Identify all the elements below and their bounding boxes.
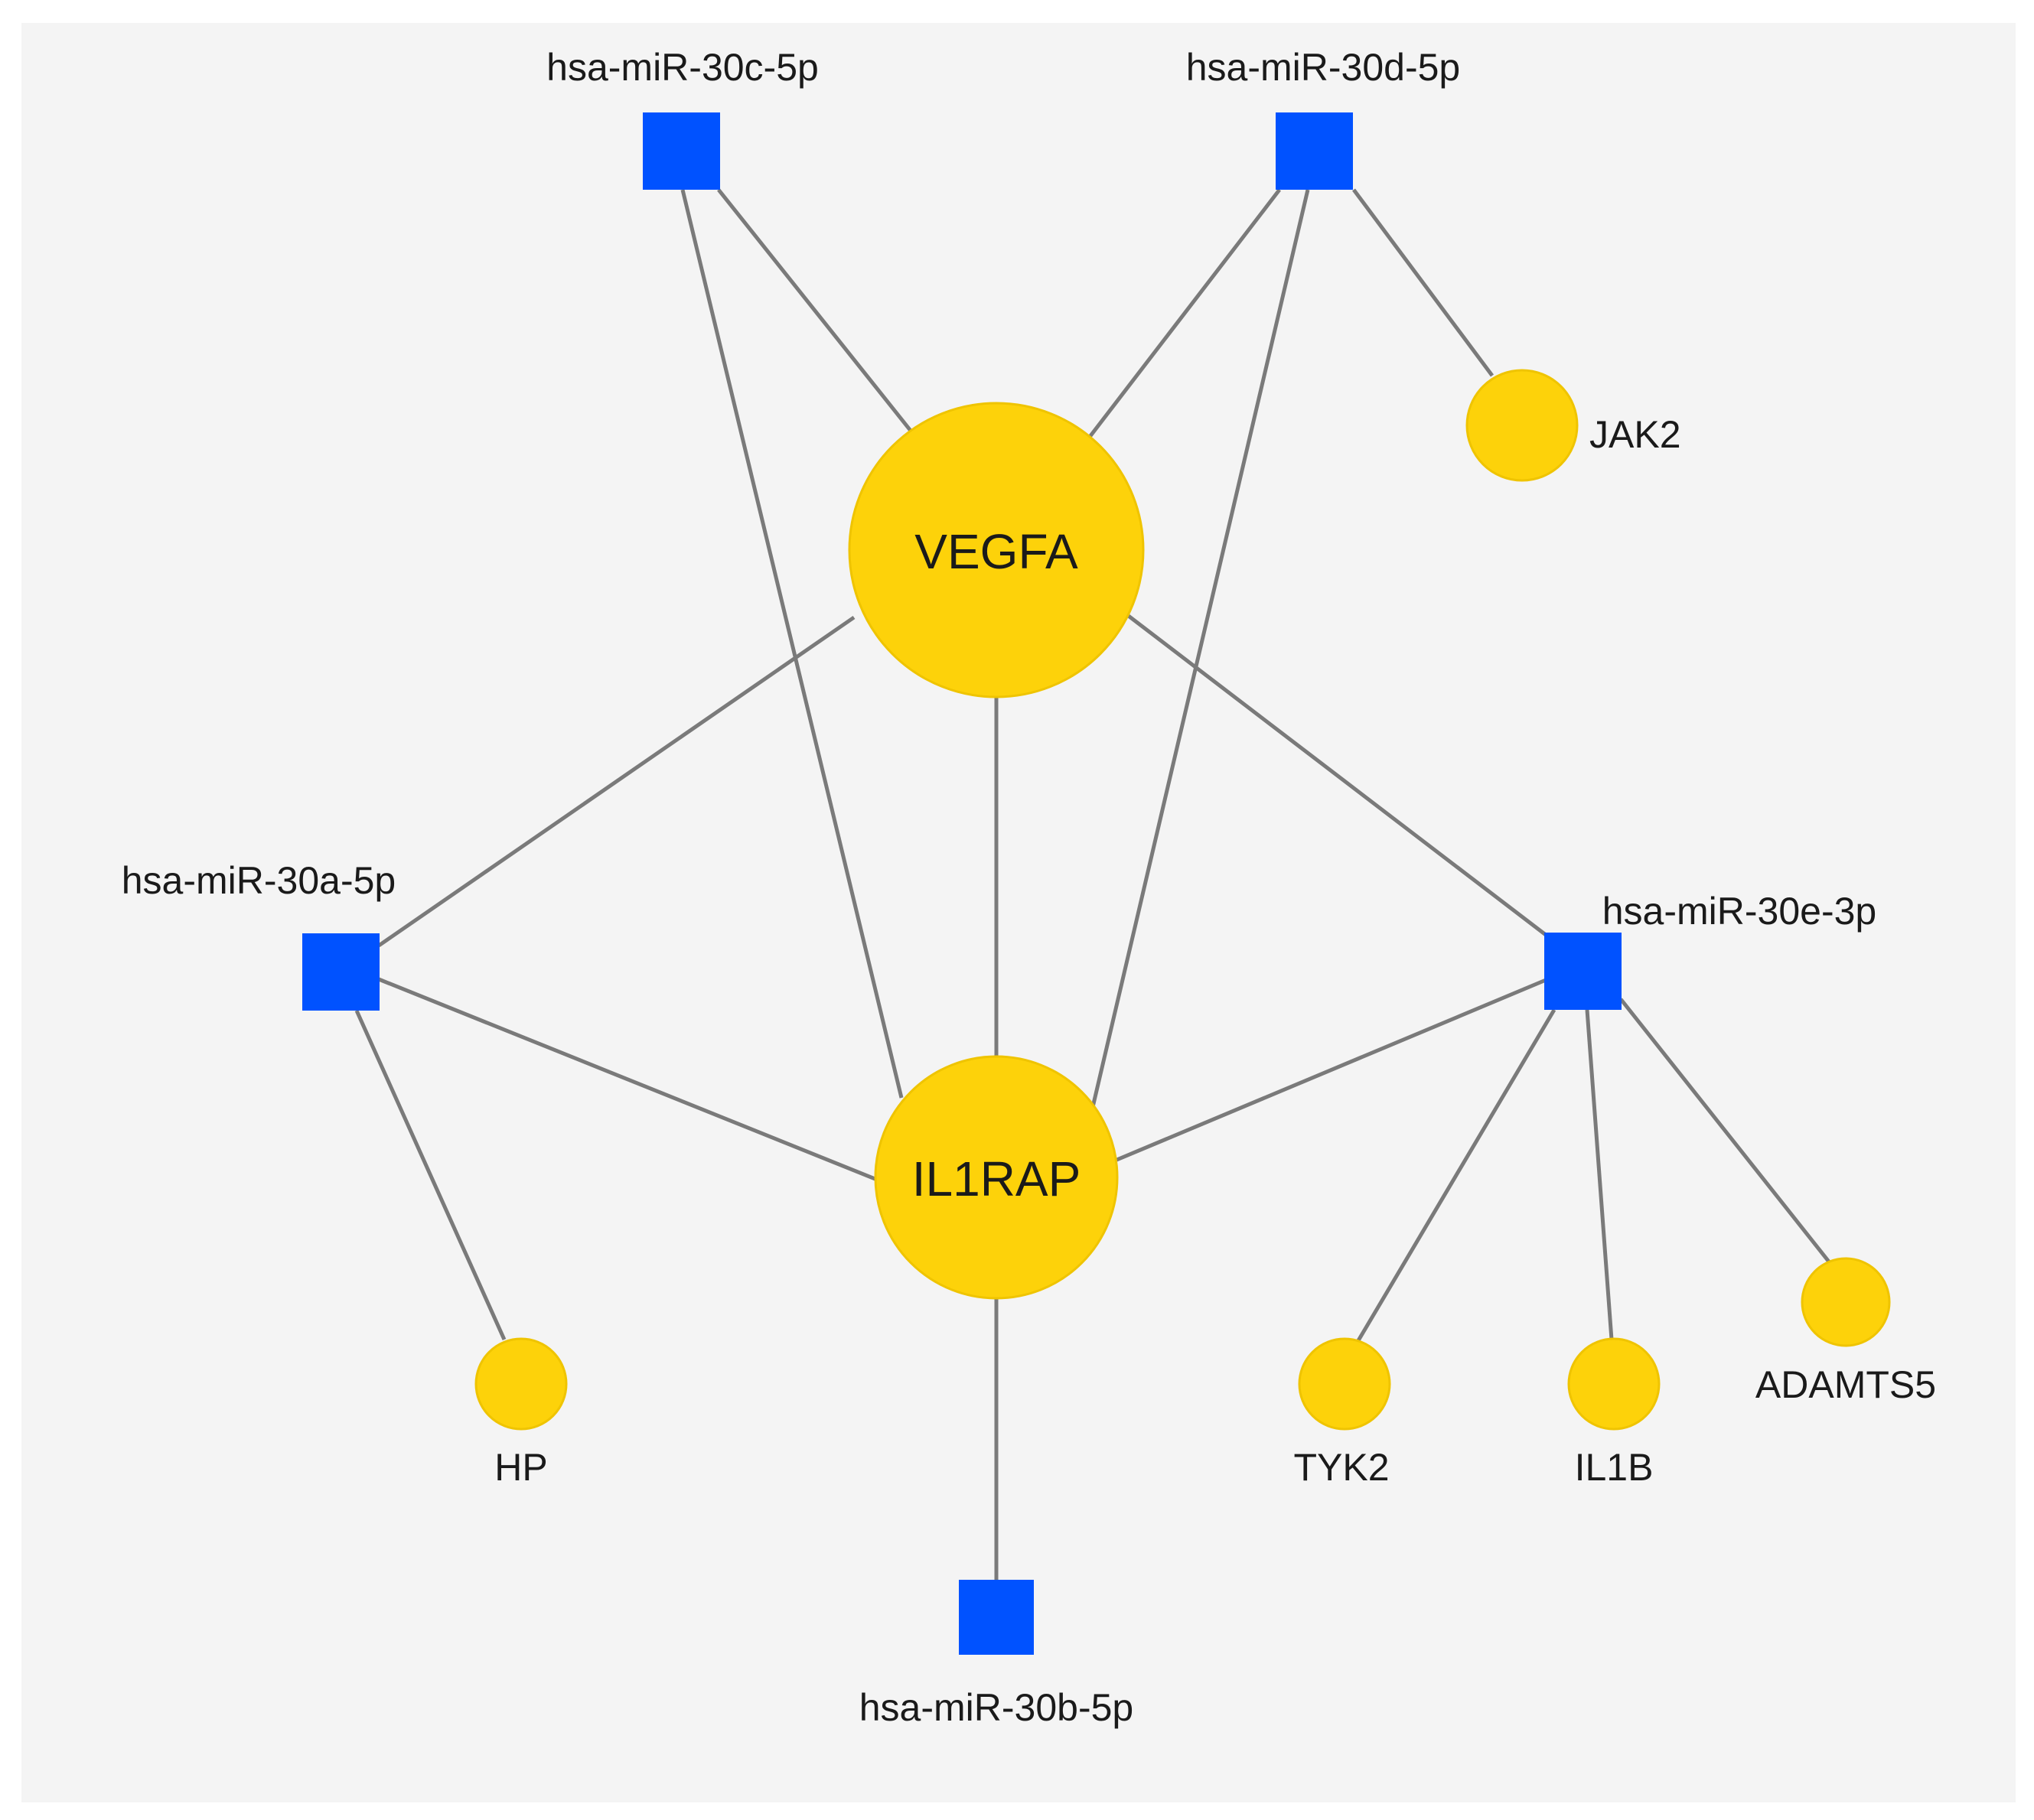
edge-mir30a-hp xyxy=(354,1009,507,1341)
node-vegfa[interactable] xyxy=(848,402,1145,698)
diagram-background xyxy=(21,23,2016,1802)
edge-mir30e-tyk2 xyxy=(1355,1008,1556,1343)
edge-mir30e-adamts5 xyxy=(1619,998,1833,1266)
label-hp: HP xyxy=(494,1446,547,1489)
label-vegfa: VEGFA xyxy=(914,524,1078,579)
edge-layer xyxy=(354,188,1833,1581)
node-mir30d[interactable] xyxy=(1276,112,1353,190)
label-jak2: JAK2 xyxy=(1589,413,1681,456)
edge-mir30a-il1rap xyxy=(378,977,878,1182)
edge-mir30d-vegfa xyxy=(1088,188,1281,438)
label-mir30c: hsa-miR-30c-5p xyxy=(546,46,819,89)
node-mir30e[interactable] xyxy=(1544,933,1622,1010)
node-mir30c[interactable] xyxy=(643,112,720,190)
edge-mir30e-il1rap xyxy=(1114,978,1547,1163)
node-il1b[interactable] xyxy=(1567,1337,1661,1431)
label-mir30e: hsa-miR-30e-3p xyxy=(1602,890,1876,933)
node-il1rap[interactable] xyxy=(874,1055,1119,1300)
edge-mir30e-vegfa xyxy=(1125,613,1547,936)
label-layer: VEGFA IL1RAP JAK2 HP TYK2 IL1B ADAMTS5 h… xyxy=(122,46,1936,1729)
edge-mir30c-vegfa xyxy=(717,188,912,432)
edge-mir30d-jak2 xyxy=(1351,188,1495,377)
edge-mir30c-il1rap xyxy=(680,189,904,1099)
node-hp[interactable] xyxy=(474,1337,568,1431)
node-adamts5[interactable] xyxy=(1801,1257,1891,1347)
gene-node-layer xyxy=(474,369,1891,1431)
label-mir30a: hsa-miR-30a-5p xyxy=(122,859,396,902)
edge-mir30e-il1b xyxy=(1585,1009,1614,1340)
node-jak2[interactable] xyxy=(1465,369,1579,482)
node-mir30a[interactable] xyxy=(302,933,380,1011)
label-mir30b: hsa-miR-30b-5p xyxy=(859,1686,1133,1729)
node-tyk2[interactable] xyxy=(1298,1337,1391,1431)
node-mir30b[interactable] xyxy=(959,1580,1034,1655)
edge-mir30a-vegfa xyxy=(377,615,856,948)
label-mir30d: hsa-miR-30d-5p xyxy=(1186,46,1460,89)
label-adamts5: ADAMTS5 xyxy=(1755,1363,1936,1406)
label-tyk2: TYK2 xyxy=(1293,1446,1389,1489)
mirna-node-layer xyxy=(302,112,1622,1655)
edge-mir30d-il1rap xyxy=(1090,189,1310,1108)
label-il1b: IL1B xyxy=(1575,1446,1654,1489)
label-il1rap: IL1RAP xyxy=(912,1151,1081,1206)
